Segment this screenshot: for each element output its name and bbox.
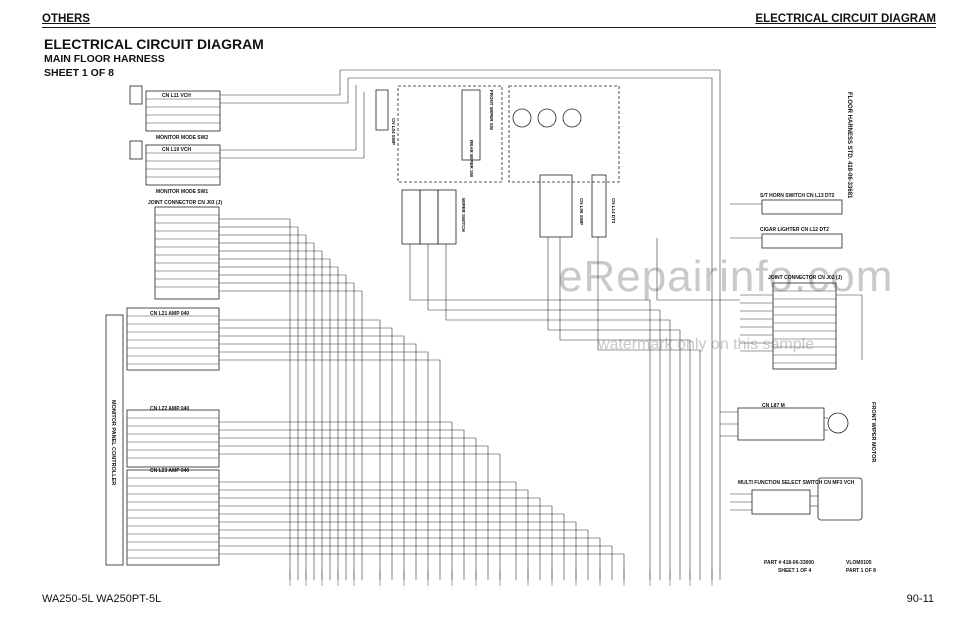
connector-cn-l11-caption: MONITOR MODE SW2: [156, 135, 208, 141]
vlom-part: PART 1 OF 8: [846, 568, 876, 574]
connector-cn-l11-label: CN L11 VCH: [162, 93, 191, 99]
footer-model: WA250-5L WA250PT-5L: [42, 593, 162, 605]
connector-cn-l22-box: [126, 409, 220, 468]
vlom-code: VLOM0105: [846, 560, 872, 566]
light-switch-box: [508, 85, 620, 183]
connector-cn-l21-label: CN L21 AMP 040: [150, 311, 189, 317]
connector-cn-l06-label: CN L06 SWP: [579, 198, 584, 225]
monitor-panel-controller-box: [105, 314, 124, 566]
monitor-panel-controller-label: MONITOR PANEL CONTROLLER: [110, 400, 116, 485]
horn-switch-label: S/T HORN SWITCH CN L13 DT2: [760, 193, 835, 199]
connector-cn-l10-box: [145, 144, 221, 186]
connector-cn-l87-label: CN L87 M: [762, 403, 785, 409]
wiper-switch-box: [397, 85, 503, 183]
sheet-number: SHEET 1 OF 8: [44, 67, 115, 79]
page-subtitle: MAIN FLOOR HARNESS: [44, 53, 165, 65]
wiper-switch-label: WIPER SWITCH: [461, 198, 466, 232]
header-document-title: ELECTRICAL CIRCUIT DIAGRAM: [755, 13, 936, 25]
connector-joint-j03-box: [154, 206, 220, 300]
connector-cn-l23-label: CN L23 AMP 040: [150, 468, 189, 474]
connector-joint-j02-label: JOINT CONNECTOR CN J02 (J): [768, 275, 842, 281]
connector-cn-l10-caption: MONITOR MODE SW1: [156, 189, 208, 195]
connector-cn-l14-label: CN L14 DT3: [611, 198, 616, 224]
wiper-motor-symbol: [827, 412, 849, 434]
cigar-lighter-box: [761, 233, 843, 249]
part-number: PART # 418-06-33000: [764, 560, 814, 566]
front-wiper-motor-label: FRONT WIPER MOTOR: [870, 402, 876, 462]
connector-joint-j02-box: [772, 282, 837, 370]
header-section-label: OTHERS: [42, 13, 90, 25]
page-title: ELECTRICAL CIRCUIT DIAGRAM: [44, 36, 264, 52]
wiring-harness: [219, 69, 863, 580]
rear-wiper-switch-label: REAR WIPER SW: [469, 140, 474, 178]
part-sheet: SHEET 1 OF 4: [778, 568, 812, 574]
multi-function-switch-box: [751, 489, 811, 515]
connector-cn-l21-box: [126, 307, 220, 371]
watermark-text: eRepairinfo.com: [558, 252, 894, 301]
connector-cn-l23-box: [126, 469, 220, 566]
multi-function-switch-label: MULTI FUNCTION SELECT SWITCH CN MF3 VCH: [738, 480, 855, 486]
header-rule: [42, 27, 936, 28]
connector-cn-l11-box: [145, 90, 221, 132]
connector-cn-l22-label: CN L22 AMP 040: [150, 406, 189, 412]
cigar-lighter-label: CIGAR LIGHTER CN L12 DT2: [760, 227, 829, 233]
switch-symbol-box: [817, 477, 863, 521]
connector-cn-l87-box: [737, 407, 825, 441]
floor-harness-std-label: FLOOR HARNESS STD. 418-06-33681: [846, 92, 852, 199]
front-wiper-switch-label: FRONT WIPER SW: [489, 90, 494, 131]
connector-joint-j03-label: JOINT CONNECTOR CN J03 (J): [148, 200, 222, 206]
connector-cn-l10-label: CN L10 VCH: [162, 147, 192, 153]
footer-page-number: 90-11: [906, 593, 934, 605]
connector-cn-l04-label: CN L04 SWP: [391, 118, 396, 145]
horn-switch-box: [761, 199, 843, 215]
